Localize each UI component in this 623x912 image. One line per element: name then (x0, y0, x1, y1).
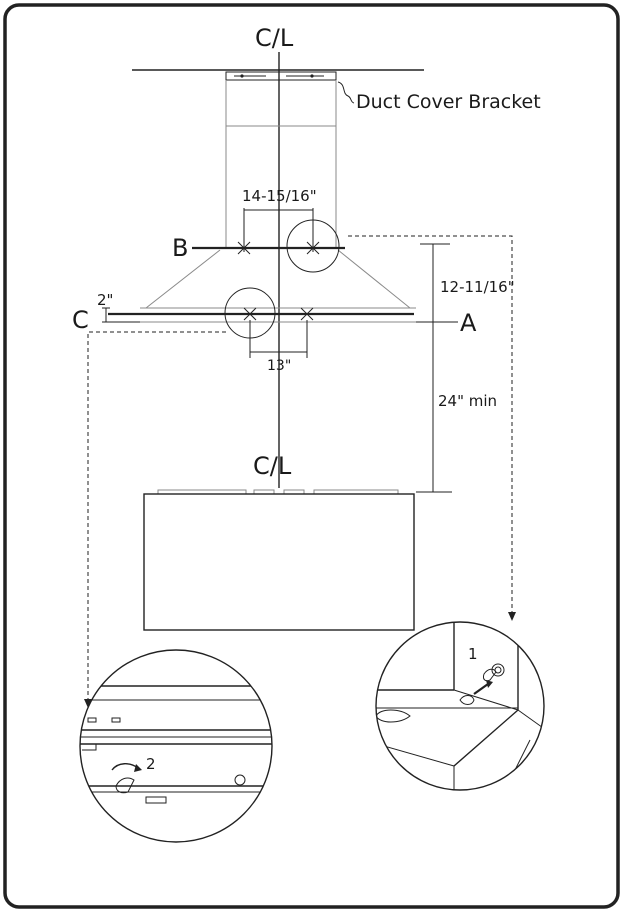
step-1-label: 1 (468, 645, 478, 663)
cooktop (143, 493, 415, 631)
dim-width-bottom (249, 320, 308, 358)
mount-x-b-right (306, 241, 320, 255)
duct-cover (225, 80, 337, 248)
point-a-label: A (460, 309, 477, 337)
leader-c-to-detail-2 (87, 331, 226, 700)
duct-cover-bracket-label: Duct Cover Bracket (356, 91, 541, 113)
detail-view-2 (79, 649, 273, 843)
centerline-top-label: C/L (255, 24, 294, 52)
detail-circle-b (286, 219, 340, 273)
mount-x-c-left (243, 307, 257, 321)
point-c-label: C (72, 306, 89, 334)
mount-x-b-left (237, 241, 251, 255)
detail-view-1 (375, 621, 545, 791)
dim-vertical (416, 243, 452, 493)
dim-height-upper-label: 12-11/16" (440, 278, 515, 296)
leader-b-to-detail-1 (348, 235, 513, 614)
diagram-frame (3, 3, 620, 909)
leader-arrow-2 (84, 699, 92, 708)
dim-width-top-label: 14-15/16" (242, 187, 317, 205)
step-2-label: 2 (146, 755, 156, 773)
centerline-bottom-label: C/L (253, 452, 292, 480)
point-b-label: B (172, 234, 188, 262)
dim-width-bottom-label: 13" (267, 358, 291, 374)
dim-two-inch (102, 307, 140, 323)
bracket-leader (337, 81, 355, 104)
duct-cover-bracket (225, 71, 337, 81)
dim-width-top (243, 208, 314, 252)
hood-canopy (140, 249, 416, 323)
dim-two-inch-label: 2" (97, 291, 113, 309)
leader-arrow-1 (508, 612, 516, 621)
dim-min-height-label: 24" min (438, 392, 497, 410)
mount-x-c-right (300, 307, 314, 321)
